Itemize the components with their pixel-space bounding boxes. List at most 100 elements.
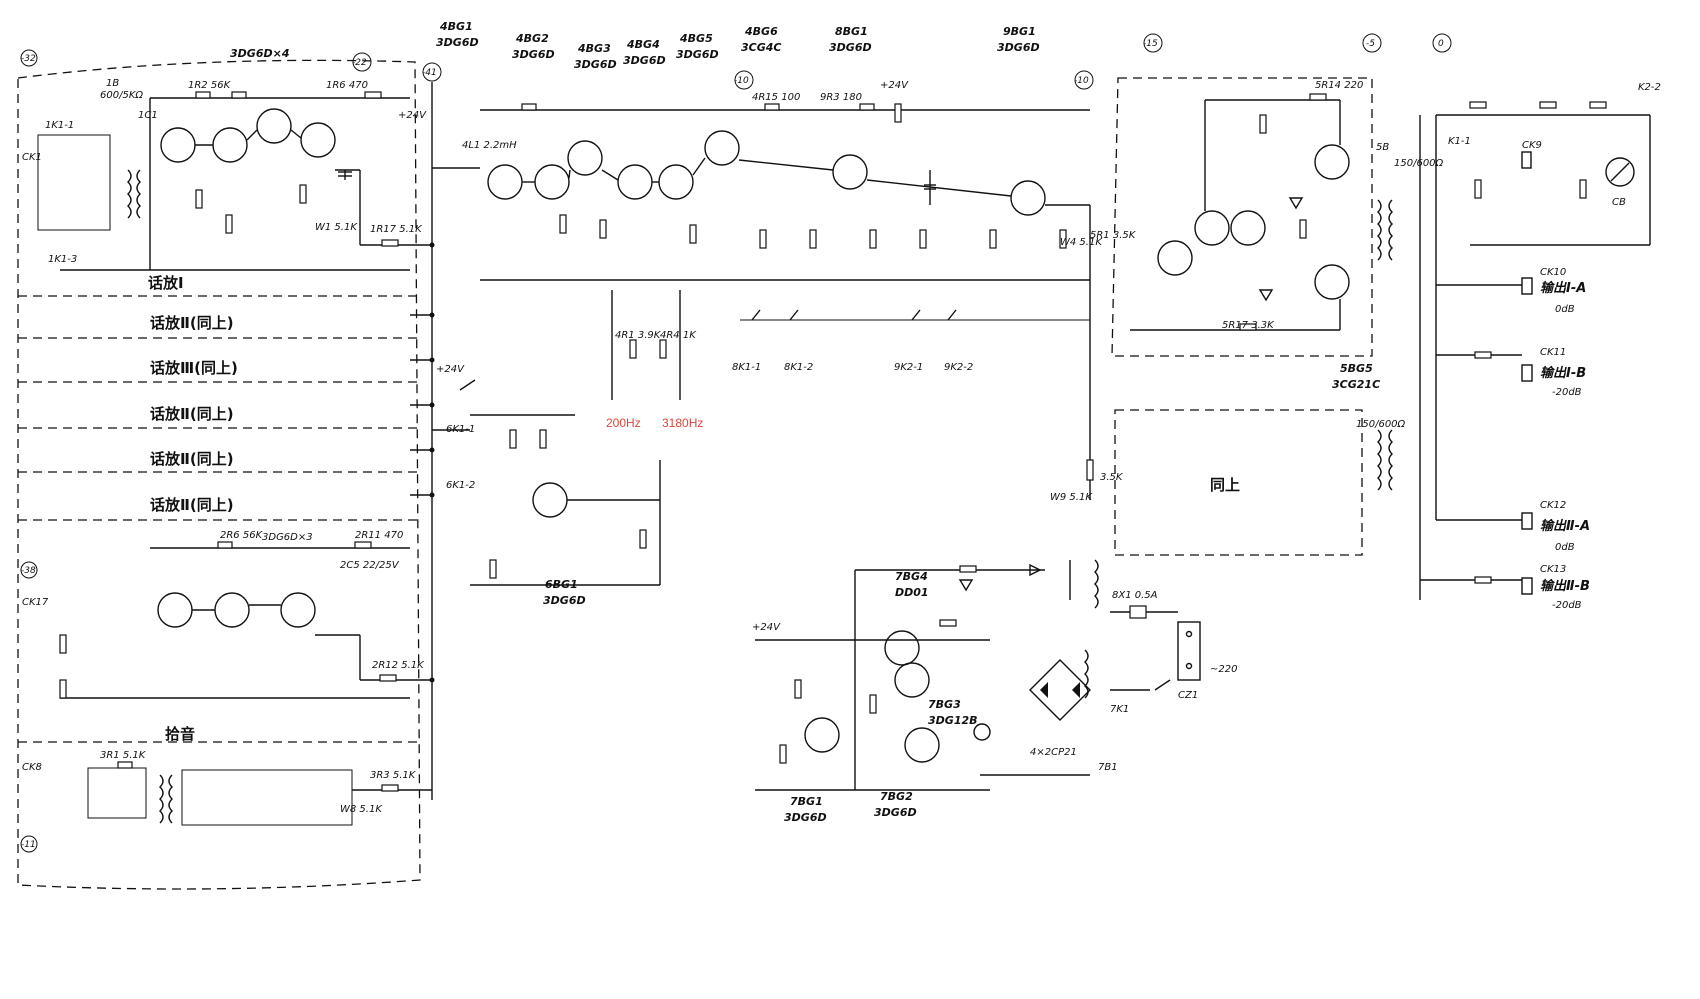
channel-3-label: 话放Ⅲ(同上)	[150, 359, 238, 377]
freq-label-200hz: 200Hz	[606, 416, 641, 430]
level-mark-9: -38	[21, 566, 36, 576]
channel-5-label: 话放Ⅱ(同上)	[150, 450, 234, 468]
q-7bg4-type: DD01	[895, 586, 929, 599]
svg-text:1R17 5.1K: 1R17 5.1K	[370, 224, 423, 235]
svg-text:3R3 5.1K: 3R3 5.1K	[370, 770, 417, 781]
transformer-2-ratio: 150/600Ω	[1356, 419, 1406, 430]
q-7bg2-label: 7BG2	[880, 790, 913, 803]
ck9-label: CK9	[1522, 140, 1542, 151]
mains-transformer-label: 7B1	[1098, 762, 1118, 773]
output-2b-level: -20dB	[1552, 600, 1582, 611]
part-4bg6: 4BG6	[744, 25, 778, 38]
mains-voltage-label: ~220	[1210, 664, 1237, 675]
svg-text:9R3 180: 9R3 180	[820, 92, 862, 103]
q-7bg1-type: 3DG6D	[784, 811, 827, 824]
part-4bg3-type: 3DG6D	[574, 58, 617, 71]
svg-text:2R6 56K: 2R6 56K	[220, 530, 264, 541]
bg5-type-label: 3CG21C	[1332, 378, 1380, 391]
svg-text:1K1-1: 1K1-1	[45, 120, 74, 131]
mains-input: 8X1 0.5A CZ1 ~220 7K1	[1110, 590, 1237, 715]
pot-w9-label: W9 5.1K	[1050, 492, 1093, 503]
output-transformers: 150/600Ω 5B 150/600Ω	[1356, 114, 1650, 600]
mixing-bus	[410, 82, 435, 800]
switch-6k1-2: 6K1-2	[446, 480, 475, 491]
svg-text:1K1-3: 1K1-3	[48, 254, 77, 265]
ck1-label: CK1	[22, 152, 42, 163]
level-pot-w9: W9 5.1K 3.5K	[1050, 205, 1124, 503]
transformer-1b-label: 1B	[106, 78, 119, 89]
level-mark-3: -10	[734, 76, 749, 86]
q-7bg3-type: 3DG12B	[928, 714, 978, 727]
switch-k1-1: K1-1	[1448, 136, 1471, 147]
channel-6-label: 话放Ⅱ(同上)	[150, 496, 234, 514]
level-markers: -32 -22 -41 -10 -10 -15 -5 0 -38 -11	[20, 33, 1452, 853]
freq-label-3180hz: 3180Hz	[662, 416, 703, 430]
level-mark-5: -15	[1143, 39, 1158, 49]
switch-7k1: 7K1	[1110, 704, 1129, 715]
meter-label: CB	[1612, 197, 1626, 208]
bg6-label: 6BG1	[545, 578, 578, 591]
part-9bg1: 9BG1	[1003, 25, 1036, 38]
svg-text:2C5 22/25V: 2C5 22/25V	[340, 560, 400, 571]
svg-text:W1 5.1K: W1 5.1K	[315, 222, 358, 233]
part-8bg1: 8BG1	[835, 25, 868, 38]
part-4bg4-type: 3DG6D	[623, 54, 666, 67]
ck11-label: CK11	[1540, 347, 1566, 358]
svg-text:3R1 5.1K: 3R1 5.1K	[100, 750, 147, 761]
power-supply: +24V 7BG1 3DG6D 7BG2 3DG6D 7BG3 3DG12B 7…	[752, 559, 1118, 824]
part-9bg1-type: 3DG6D	[997, 41, 1040, 54]
part-4bg1: 4BG1	[439, 20, 473, 33]
q-7bg1-label: 7BG1	[790, 795, 823, 808]
transformer-5b-ratio: 150/600Ω	[1394, 158, 1444, 169]
svg-text:W4 5.1K: W4 5.1K	[1060, 237, 1103, 248]
output-amp-block-1: 5R14 220 5R17 3.3K	[1111, 77, 1373, 357]
svg-text:2R12 5.1K: 2R12 5.1K	[372, 660, 425, 671]
output-jacks: CK10 CK11 CK12 CK13 输出Ⅰ-A 0dB 输出Ⅰ-B -20d…	[1521, 267, 1590, 611]
part-4bg2-type: 3DG6D	[512, 48, 555, 61]
part-4bg2: 4BG2	[515, 32, 549, 45]
output-amp-block-2: 同上 5BG5 3CG21C	[1114, 362, 1380, 556]
level-mark-7: 0	[1438, 39, 1444, 49]
part-4bg5: 4BG5	[679, 32, 713, 45]
preamp-channel-7-circuit: 2R6 56K 3DG6D×3 2R11 470 CK17 2C5 22/25V…	[22, 530, 425, 699]
svg-text:+24V: +24V	[398, 110, 427, 121]
bridge-label: 4×2CP21	[1030, 747, 1077, 758]
q-7bg2-type: 3DG6D	[874, 806, 917, 819]
main-amplifier-chain: +24V 4L1 2.2mH 4R15 100 9R3 180 W4 5.1K …	[432, 80, 1137, 281]
svg-text:3DG6D×3: 3DG6D×3	[262, 532, 313, 543]
output-1a-level: 0dB	[1555, 304, 1575, 315]
output-1b-label: 输出Ⅰ-B	[1540, 365, 1586, 381]
svg-text:+24V: +24V	[880, 80, 909, 91]
svg-text:1R6 470: 1R6 470	[326, 80, 368, 91]
plus24-label: +24V	[436, 364, 465, 375]
part-4bg1-type: 3DG6D	[436, 36, 479, 49]
svg-text:4L1 2.2mH: 4L1 2.2mH	[462, 140, 517, 151]
switch-9k2-1: 9K2-1	[894, 362, 923, 373]
ck13-label: CK13	[1540, 564, 1566, 575]
level-mark-10: -11	[21, 840, 36, 850]
svg-text:1C1: 1C1	[138, 110, 158, 121]
output-1a-label: 输出Ⅰ-A	[1540, 280, 1586, 296]
q-7bg3-label: 7BG3	[928, 698, 961, 711]
part-4bg4: 4BG4	[626, 38, 660, 51]
power-24v-label: +24V	[752, 622, 781, 633]
same-label: 同上	[1210, 476, 1240, 494]
svg-text:1R2 56K: 1R2 56K	[188, 80, 232, 91]
echo-section: 3R1 5.1K 3R3 5.1K W8 5.1K CK8	[22, 750, 417, 826]
channel-1-label: 话放Ⅰ	[148, 274, 184, 292]
level-mark-6: -5	[1366, 39, 1375, 49]
ck8-label: CK8	[22, 762, 42, 773]
part-4bg6-type: 3CG4C	[741, 41, 781, 54]
svg-text:2R11 470: 2R11 470	[355, 530, 403, 541]
part-4bg3: 4BG3	[577, 42, 611, 55]
output-2a-level: 0dB	[1555, 542, 1575, 553]
bg5-label: 5BG5	[1340, 362, 1373, 375]
part-8bg1-type: 3DG6D	[829, 41, 872, 54]
switch-k2-2: K2-2	[1638, 82, 1661, 93]
level-mark-2: -41	[422, 68, 437, 78]
svg-text:5R1 3.5K: 5R1 3.5K	[1090, 230, 1137, 241]
ck12-label: CK12	[1540, 500, 1566, 511]
pot-3-5k-label: 3.5K	[1100, 472, 1124, 483]
transistor-set-label: 3DG6D×4	[230, 47, 289, 60]
switch-8k1-1: 8K1-1	[732, 362, 761, 373]
